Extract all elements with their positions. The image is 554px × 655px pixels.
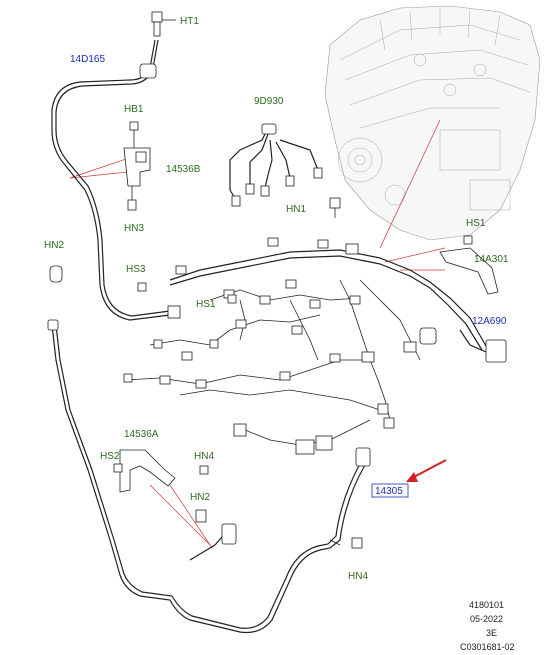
injector-harness-9d930 bbox=[229, 123, 323, 207]
label-hs3: HS3 bbox=[126, 264, 146, 275]
label-14d165: 14D165 bbox=[70, 54, 105, 65]
label-hn4-low: HN4 bbox=[348, 571, 368, 582]
label-hn1: HN1 bbox=[286, 204, 306, 215]
hn2-low-fastener bbox=[195, 509, 207, 523]
footer-line-4: C0301681-02 bbox=[460, 642, 515, 652]
footer-line-2: 05-2022 bbox=[470, 614, 503, 624]
footer-line-3: 3E bbox=[486, 628, 497, 638]
hs1-mid-fastener bbox=[227, 294, 237, 304]
hn4-low-fastener bbox=[329, 537, 363, 549]
hn4-mid-fastener bbox=[199, 465, 209, 475]
label-ht1: HT1 bbox=[180, 16, 199, 27]
bracket-14536b bbox=[123, 121, 151, 211]
label-hn4-mid: HN4 bbox=[194, 451, 214, 462]
label-hn2-low: HN2 bbox=[190, 492, 210, 503]
part-14305-highlight bbox=[371, 483, 409, 498]
left-loom bbox=[47, 265, 371, 634]
harness-14d165 bbox=[51, 39, 181, 321]
label-14536a: 14536A bbox=[124, 429, 159, 440]
label-hs2: HS2 bbox=[100, 451, 120, 462]
label-hn3: HN3 bbox=[124, 223, 144, 234]
red-arrow bbox=[406, 459, 447, 482]
label-hs1-mid: HS1 bbox=[196, 299, 216, 310]
label-hn2-left: HN2 bbox=[44, 240, 64, 251]
ht1-fastener bbox=[151, 11, 176, 37]
label-14536b: 14536B bbox=[166, 164, 201, 175]
label-hs1-top: HS1 bbox=[466, 218, 486, 229]
bracket-14a301 bbox=[439, 235, 499, 295]
hn1-fastener bbox=[329, 197, 341, 218]
main-engine-harness bbox=[123, 237, 487, 455]
label-hb1: HB1 bbox=[124, 104, 144, 115]
label-9d930: 9D930 bbox=[254, 96, 284, 107]
label-12a690: 12A690 bbox=[472, 316, 507, 327]
hs3-fastener bbox=[137, 282, 147, 292]
footer-line-1: 4180101 bbox=[469, 600, 504, 610]
connector-12a690 bbox=[459, 329, 507, 363]
label-14a301: 14A301 bbox=[474, 254, 509, 265]
bracket-14536a bbox=[113, 449, 176, 493]
low-connector bbox=[189, 523, 237, 561]
engine-block-illustration bbox=[324, 5, 541, 241]
label-14305: 14305 bbox=[375, 486, 403, 497]
